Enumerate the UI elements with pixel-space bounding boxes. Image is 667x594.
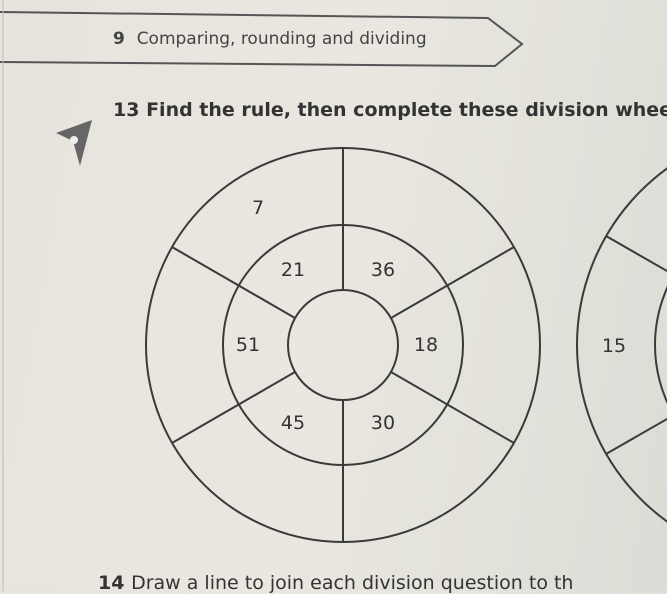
wheel-1-inner-value: 51 xyxy=(235,334,261,356)
chapter-title: Comparing, rounding and dividing xyxy=(136,29,427,49)
wheel-1-inner-value: 36 xyxy=(370,259,396,281)
wheel-1-inner-value: 30 xyxy=(370,412,396,434)
question-text: Find the rule, then complete these divis… xyxy=(146,99,667,121)
wheel-2-inner-value: 15 xyxy=(601,335,627,357)
checkpoint-icon xyxy=(56,120,92,166)
wheel-1-inner-value: 45 xyxy=(280,412,306,434)
division-wheel-1 xyxy=(145,147,541,543)
question-number: 14 xyxy=(98,572,125,594)
wheel-1-outer-value: 7 xyxy=(251,197,265,219)
chapter-banner-shape xyxy=(0,0,524,591)
chapter-number: 9 xyxy=(113,29,125,49)
wheel-1-inner-value: 21 xyxy=(280,259,306,281)
wheel-1-inner-value: 18 xyxy=(413,334,439,356)
chapter-banner: 9 Comparing, rounding and dividing xyxy=(113,29,427,49)
question-14: 14 Draw a line to join each division que… xyxy=(98,572,573,594)
division-wheel-2 xyxy=(576,167,667,523)
question-number: 13 xyxy=(113,99,140,121)
question-text: Draw a line to join each division questi… xyxy=(131,572,574,594)
question-13: 13 Find the rule, then complete these di… xyxy=(113,99,667,121)
